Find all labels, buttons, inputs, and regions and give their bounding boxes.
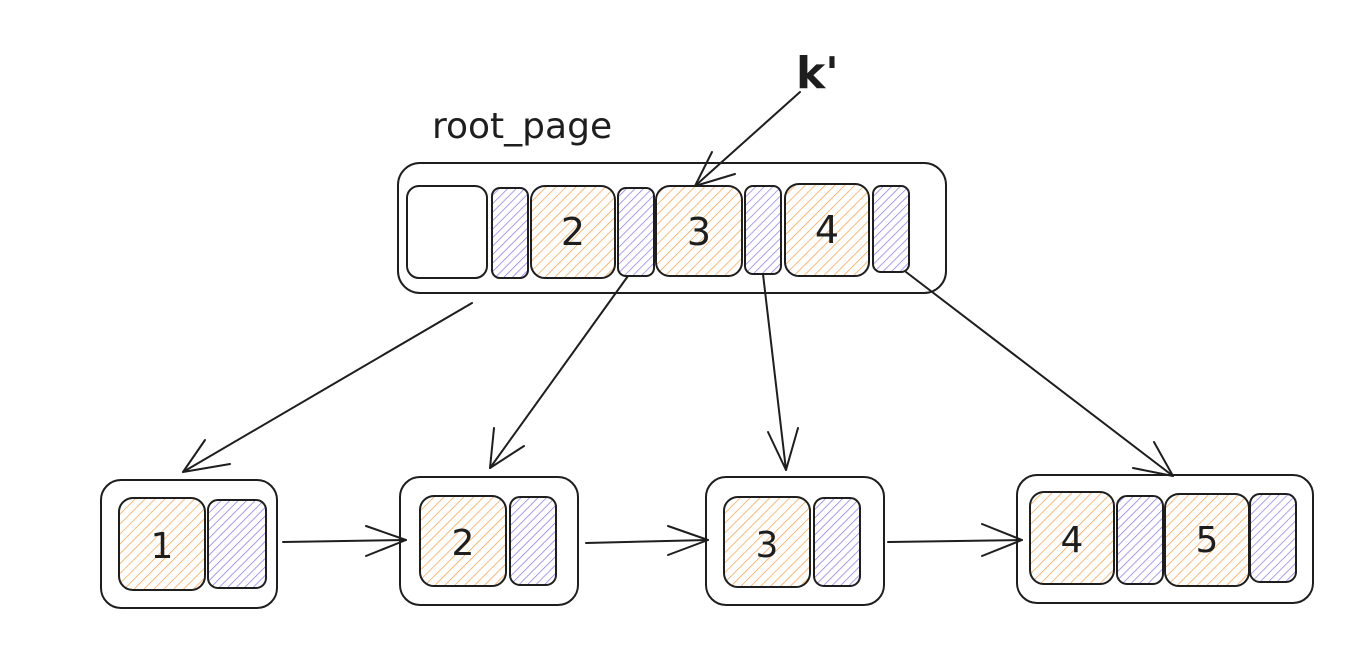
root-key-label: 2 <box>561 210 585 254</box>
root-page-label: root_page <box>432 106 612 147</box>
leaf-key-label: 5 <box>1196 520 1219 561</box>
root-page-node <box>397 162 947 294</box>
leaf-sibling-arrow <box>887 523 1023 557</box>
leaf-sibling-arrow <box>282 525 407 557</box>
root-pointer-slot <box>872 185 910 273</box>
leaf-pointer-slot <box>1116 495 1164 585</box>
root-page-empty-slot <box>406 185 488 279</box>
root-key-slot <box>784 183 870 277</box>
leaf-pointer-slot <box>813 497 861 587</box>
leaf-pointer-slot <box>509 496 557 586</box>
root-key-slot <box>655 185 743 277</box>
root-key-label: 3 <box>687 210 711 254</box>
k-prime-arrow <box>694 91 801 187</box>
leaf-key-label: 1 <box>151 526 174 567</box>
leaf-node <box>100 479 278 609</box>
leaf-key-slot <box>419 495 507 587</box>
tree-edge-arrow <box>489 275 629 469</box>
root-key-label: 4 <box>815 208 839 252</box>
root-key-slot <box>530 185 616 279</box>
k-prime-label: k' <box>796 48 839 99</box>
leaf-pointer-slot <box>1249 493 1297 583</box>
tree-edge-arrow <box>182 302 473 473</box>
root-pointer-slot <box>617 187 655 277</box>
leaf-key-slot <box>118 497 206 591</box>
leaf-key-label: 3 <box>756 525 779 566</box>
leaf-pointer-slot <box>207 499 267 589</box>
leaf-key-slot <box>723 496 811 588</box>
leaf-key-label: 4 <box>1061 520 1084 561</box>
leaf-key-slot <box>1029 491 1115 585</box>
tree-edge-arrow <box>762 273 799 471</box>
tree-edge-arrow <box>905 271 1174 477</box>
leaf-sibling-arrow <box>585 525 709 556</box>
leaf-key-label: 2 <box>452 523 475 564</box>
root-pointer-slot <box>744 185 782 275</box>
root-pointer-slot <box>491 187 529 279</box>
